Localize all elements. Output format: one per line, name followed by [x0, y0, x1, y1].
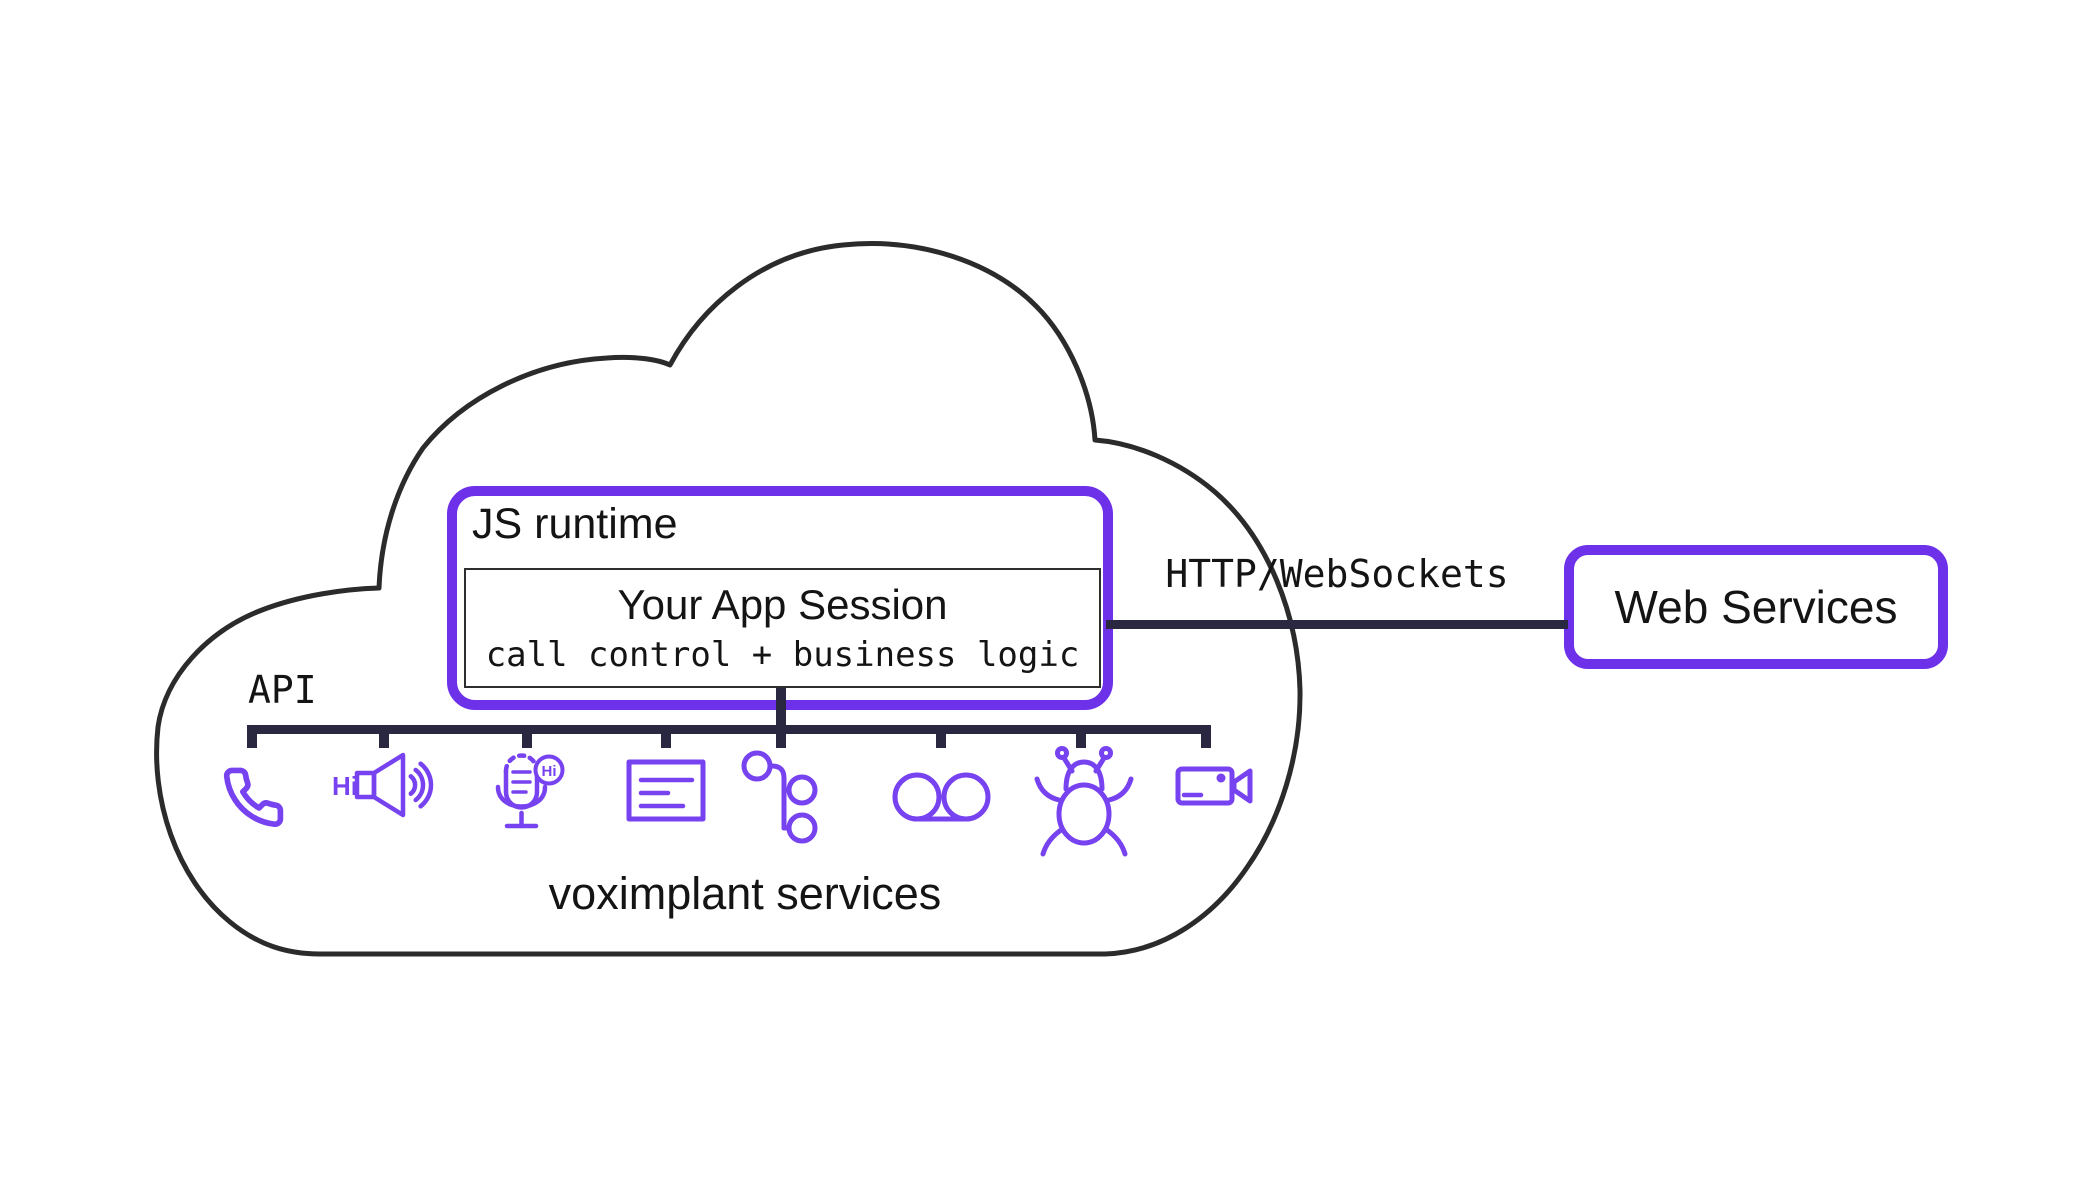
api-tick [936, 725, 946, 748]
web-services-box: Web Services [1564, 545, 1948, 669]
http-connection-line [1106, 620, 1568, 629]
app-session-title: Your App Session [617, 580, 948, 628]
session-to-api-connector-line [776, 688, 786, 730]
call-flow-branch-icon [741, 750, 818, 844]
voicemail-icon [892, 772, 991, 822]
api-bus-line [247, 725, 1211, 734]
asr-hi-badge [533, 754, 565, 786]
dark-connectors [247, 620, 1568, 748]
api-tick [1201, 725, 1211, 748]
api-tick [1076, 725, 1086, 748]
message-card-icon [626, 759, 706, 822]
video-camera-icon [1175, 766, 1253, 806]
text-to-speech-speaker-icon: Hi [332, 752, 434, 818]
api-tick [247, 725, 257, 748]
app-session-box: Your App Session call control + business… [464, 568, 1101, 688]
api-tick [522, 725, 532, 748]
api-tick [776, 725, 786, 748]
tts-hi-label: Hi [332, 771, 358, 801]
api-tick [661, 725, 671, 748]
web-services-label: Web Services [1614, 581, 1898, 633]
phone-icon [223, 767, 284, 828]
api-tick [379, 725, 389, 748]
speech-recognition-mic-icon: Hi [495, 753, 565, 829]
voximplant-services-label: voximplant services [548, 868, 942, 919]
asr-hi-badge-label: Hi [542, 763, 557, 780]
bug-icon [1034, 746, 1134, 857]
api-label: API [248, 668, 317, 712]
app-session-subtitle: call control + business logic [485, 634, 1080, 675]
js-runtime-title: JS runtime [472, 500, 678, 548]
http-websockets-label: HTTP/WebSockets [1165, 552, 1509, 596]
